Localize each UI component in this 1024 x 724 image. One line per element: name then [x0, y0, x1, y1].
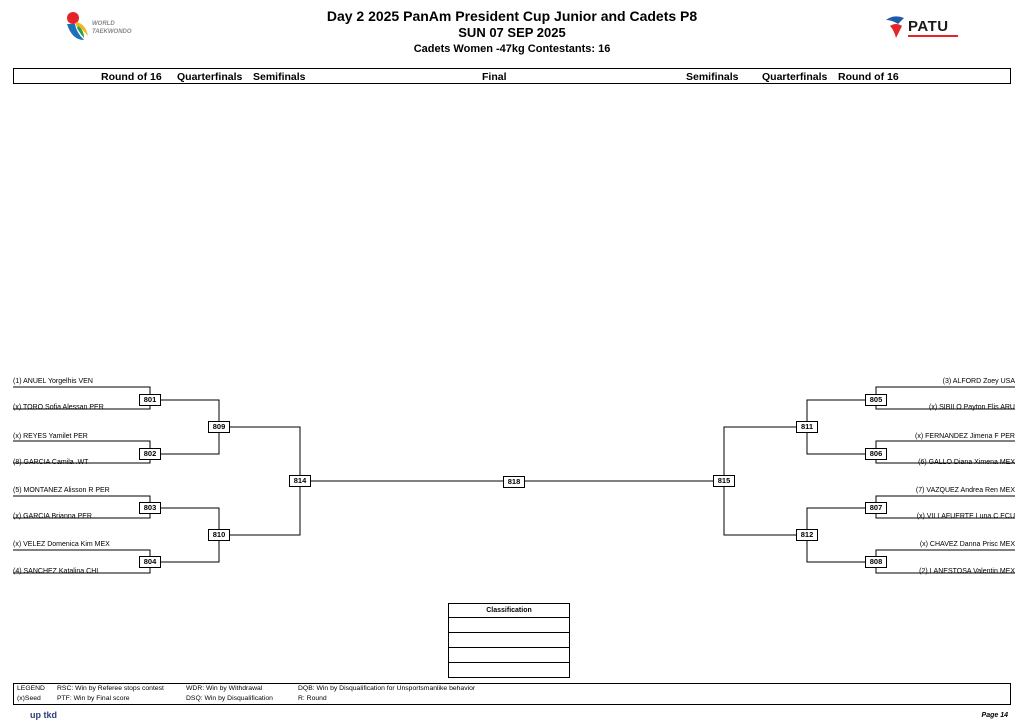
legend-r: R: Round [298, 695, 327, 702]
legend-dqb: DQB: Win by Disqualification for Unsport… [298, 685, 476, 692]
match-box-805[interactable]: 805 [865, 394, 887, 406]
round-header-final: Final [482, 71, 507, 83]
round-header-left-sf: Semifinals [253, 71, 306, 83]
legend-seed: (x)Seed [17, 695, 41, 702]
page-title: Day 2 2025 PanAm President Cup Junior an… [326, 8, 698, 24]
event-date: SUN 07 SEP 2025 [458, 25, 566, 40]
competitor-right-8: (2) LANESTOSA Valentin MEX [919, 568, 1015, 575]
page-number: Page 14 [981, 712, 1008, 719]
match-box-812[interactable]: 812 [796, 529, 818, 541]
classification-table: Classification [448, 603, 570, 678]
legend-ptf: PTF: Win by Final score [57, 695, 130, 702]
round-header-right-sf: Semifinals [686, 71, 739, 83]
match-box-809[interactable]: 809 [208, 421, 230, 433]
competitor-right-4: (6) GALLO Diana Ximena MEX [918, 459, 1015, 466]
legend-wdr: WDR: Win by Withdrawal [186, 685, 263, 692]
round-header-right-r16: Round of 16 [838, 71, 899, 83]
category-subtitle: Cadets Women -47kg Contestants: 16 [413, 43, 611, 55]
match-box-802[interactable]: 802 [139, 448, 161, 460]
logo-left-line1: WORLD [92, 21, 115, 27]
competitor-left-3: (x) REYES Yamilet PER [13, 433, 88, 440]
round-header-right-qf: Quarterfinals [762, 71, 828, 83]
classification-row [449, 618, 569, 633]
match-box-806[interactable]: 806 [865, 448, 887, 460]
match-box-810[interactable]: 810 [208, 529, 230, 541]
match-box-803[interactable]: 803 [139, 502, 161, 514]
world-taekwondo-logo: WORLD TAEKWONDO [64, 10, 154, 44]
competitor-left-5: (5) MONTANEZ Alisson R PER [13, 487, 110, 494]
competitor-right-1: (3) ALFORD Zoey USA [942, 378, 1015, 385]
patu-emblem-icon [886, 16, 904, 38]
round-header-left-qf: Quarterfinals [177, 71, 243, 83]
match-box-818[interactable]: 818 [503, 476, 525, 488]
competitor-left-4: (8) GARCIA Camila .WT [13, 459, 89, 466]
round-header-left-r16: Round of 16 [101, 71, 162, 83]
match-box-807[interactable]: 807 [865, 502, 887, 514]
match-box-804[interactable]: 804 [139, 556, 161, 568]
logo-right-text: PATU [908, 18, 949, 35]
match-box-808[interactable]: 808 [865, 556, 887, 568]
competitor-left-7: (x) VELEZ Domenica Kim MEX [13, 541, 110, 548]
classification-row [449, 633, 569, 648]
classification-title: Classification [449, 604, 569, 618]
competitor-right-2: (x) SIBILO Payton Elis ARU [929, 404, 1015, 411]
match-box-811[interactable]: 811 [796, 421, 818, 433]
world-taekwondo-emblem-icon [67, 12, 88, 40]
competitor-left-2: (x) TORO Sofia Alessan PER [13, 404, 104, 411]
legend-box [13, 683, 1011, 705]
legend-label: LEGEND [17, 685, 45, 692]
competitor-right-3: (x) FERNANDEZ Jimena F PER [915, 433, 1015, 440]
competitor-left-1: (1) ANUEL Yorgelhis VEN [13, 378, 93, 385]
competitor-left-6: (x) GARCIA Brianna PER [13, 513, 92, 520]
classification-row [449, 663, 569, 677]
competitor-left-8: (4) SANCHEZ Katalina CHI [13, 568, 99, 575]
round-header-bar [13, 68, 1011, 84]
patu-logo: PATU [884, 14, 964, 42]
legend-rsc: RSC: Win by Referee stops contest [57, 685, 164, 692]
competitor-right-6: (x) VILLAFUERTE Luna C ECU [916, 513, 1015, 520]
match-box-815[interactable]: 815 [713, 475, 735, 487]
legend-dsq: DSQ: Win by Disqualification [186, 695, 273, 702]
logo-left-line2: TAEKWONDO [92, 29, 132, 35]
competitor-right-5: (7) VAZQUEZ Andrea Ren MEX [915, 487, 1015, 494]
match-box-801[interactable]: 801 [139, 394, 161, 406]
classification-row [449, 648, 569, 663]
match-box-814[interactable]: 814 [289, 475, 311, 487]
footer-brand-logo: up tkd [30, 710, 57, 720]
competitor-right-7: (x) CHAVEZ Danna Prisc MEX [919, 541, 1015, 548]
